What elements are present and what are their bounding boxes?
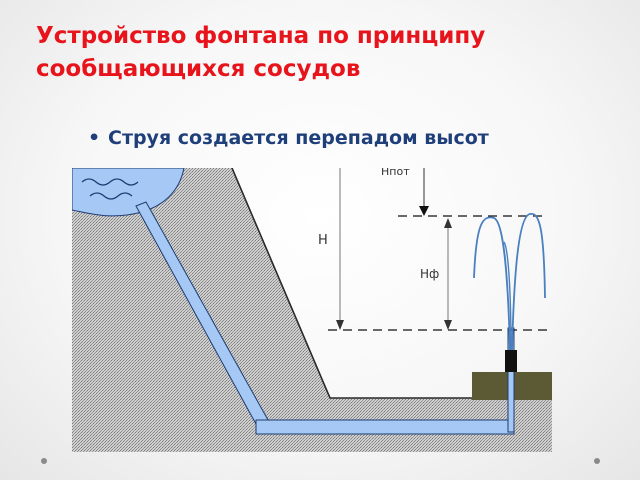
hf-arrowhead-bottom: [444, 320, 452, 330]
ground: [72, 168, 552, 452]
bullet-dot-icon: •: [88, 127, 101, 149]
ground-slope-outline: [231, 168, 472, 399]
slide-title: Устройство фонтана по принципу сообщающи…: [36, 23, 486, 82]
hpot-arrowhead: [419, 206, 429, 216]
fountain-jet-center: [503, 241, 512, 351]
reservoir-wave-2: [89, 192, 133, 200]
reservoir-wave-1: [81, 178, 139, 186]
bullet-text: Струя создается перепадом высот: [108, 127, 489, 149]
fountain-nozzle: [505, 350, 517, 372]
prev-slide-dot[interactable]: [41, 458, 47, 464]
label-h-pot: Нпот: [381, 168, 410, 178]
h-arrowhead: [336, 320, 344, 330]
fountain-jet-left: [473, 216, 511, 351]
next-slide-dot[interactable]: [594, 458, 600, 464]
pipe-horizontal: [255, 419, 515, 435]
fountain-diagram: Нпот Н Нф: [72, 168, 552, 452]
fountain-jet-right: [511, 213, 546, 351]
label-h: Н: [318, 233, 328, 248]
label-h-f: Нф: [420, 267, 439, 281]
hf-arrowhead-top: [444, 218, 452, 228]
bullet-item: • Струя создается перепадом высот: [88, 126, 489, 150]
